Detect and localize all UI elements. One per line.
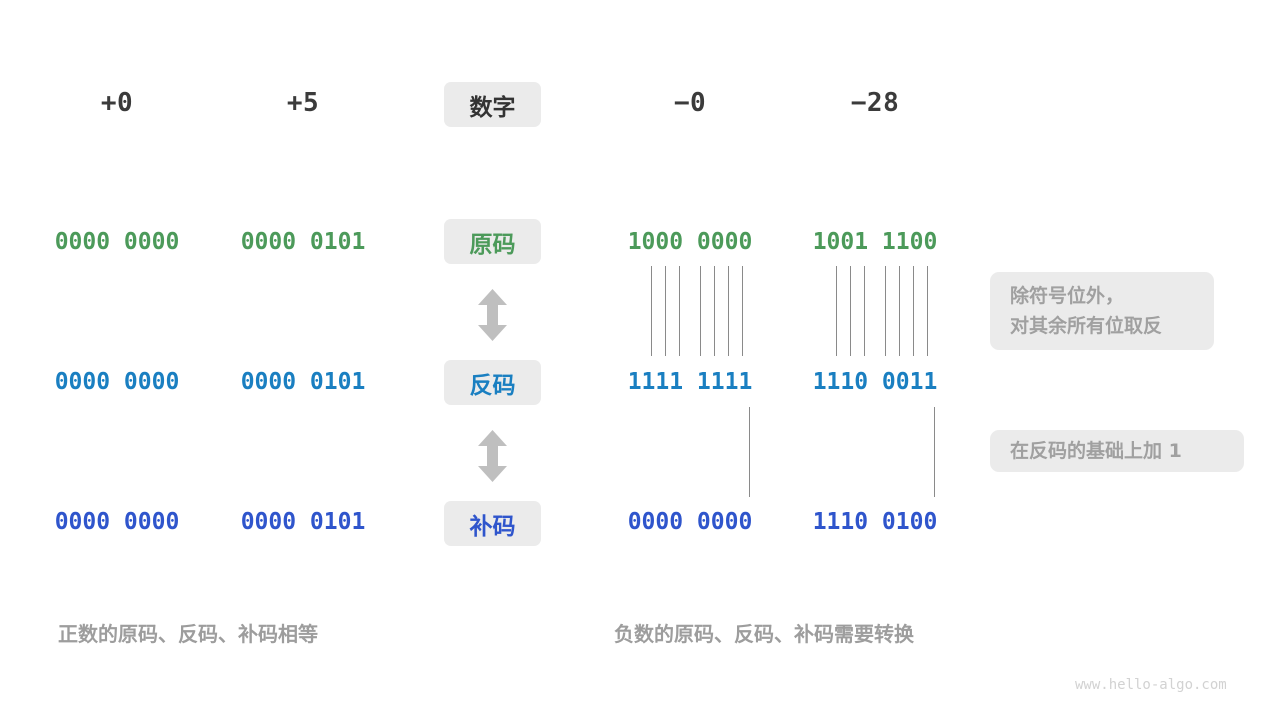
connector-line — [899, 266, 900, 356]
connector-line — [714, 266, 715, 356]
bits-twos-complement-neg-zero: 0000 0000 — [627, 509, 753, 535]
note-add-one-line1: 在反码的基础上加 1 — [1010, 440, 1182, 462]
bits-ones-complement-pos-five: 0000 0101 — [240, 369, 366, 395]
row-label-sign-magnitude: 原码 — [444, 219, 541, 264]
column-header-neg-twentyeight: −28 — [850, 88, 900, 118]
bits-sign-magnitude-pos-zero: 0000 0000 — [54, 229, 180, 255]
caption-negative: 负数的原码、反码、补码需要转换 — [614, 622, 914, 646]
row-label-number: 数字 — [444, 82, 541, 127]
double-arrow-vertical-icon — [476, 430, 509, 482]
note-invert-bits: 除符号位外， 对其余所有位取反 — [990, 272, 1214, 350]
connector-line — [742, 266, 743, 356]
connector-line — [885, 266, 886, 356]
bits-sign-magnitude-pos-five: 0000 0101 — [240, 229, 366, 255]
connector-line — [749, 407, 750, 497]
note-invert-line1: 除符号位外， — [1010, 285, 1125, 307]
watermark: www.hello-algo.com — [1075, 677, 1227, 693]
bits-twos-complement-pos-zero: 0000 0000 — [54, 509, 180, 535]
connector-line — [927, 266, 928, 356]
bits-ones-complement-pos-zero: 0000 0000 — [54, 369, 180, 395]
bits-ones-complement-neg-zero: 1111 1111 — [627, 369, 753, 395]
column-header-neg-zero: −0 — [673, 88, 707, 118]
connector-line — [913, 266, 914, 356]
note-add-one: 在反码的基础上加 1 — [990, 430, 1244, 472]
column-header-pos-zero: +0 — [100, 88, 134, 118]
connector-line — [651, 266, 652, 356]
bits-sign-magnitude-neg-twentyeight: 1001 1100 — [812, 229, 938, 255]
connector-line — [934, 407, 935, 497]
connector-line — [836, 266, 837, 356]
row-label-ones-complement: 反码 — [444, 360, 541, 405]
row-label-twos-complement: 补码 — [444, 501, 541, 546]
connector-line — [700, 266, 701, 356]
column-header-pos-five: +5 — [286, 88, 320, 118]
connector-line — [850, 266, 851, 356]
double-arrow-vertical-icon — [476, 289, 509, 341]
bits-sign-magnitude-neg-zero: 1000 0000 — [627, 229, 753, 255]
bits-twos-complement-pos-five: 0000 0101 — [240, 509, 366, 535]
bits-twos-complement-neg-twentyeight: 1110 0100 — [812, 509, 938, 535]
connector-line — [665, 266, 666, 356]
connector-line — [864, 266, 865, 356]
bits-ones-complement-neg-twentyeight: 1110 0011 — [812, 369, 938, 395]
connector-line — [679, 266, 680, 356]
caption-positive: 正数的原码、反码、补码相等 — [58, 622, 318, 646]
connector-line — [728, 266, 729, 356]
note-invert-line2: 对其余所有位取反 — [1010, 315, 1163, 337]
